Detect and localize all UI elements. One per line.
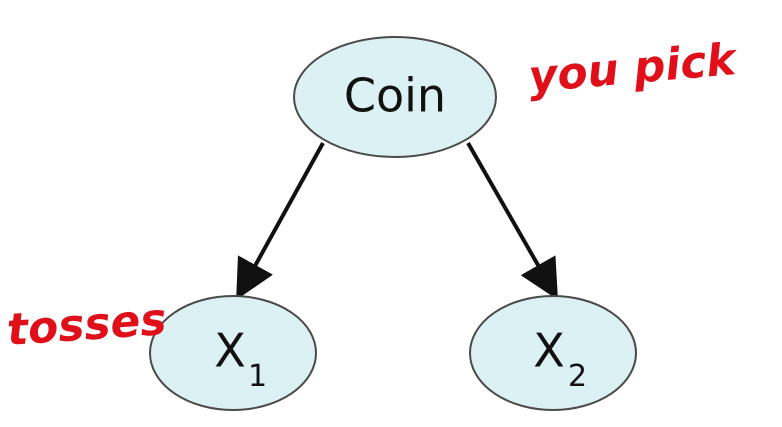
node-x1-ellipse xyxy=(149,295,317,411)
node-x2: X 2 xyxy=(469,295,637,411)
node-x2-label: X xyxy=(533,324,565,378)
annotation-you-pick: you pick xyxy=(527,34,741,103)
node-x2-ellipse xyxy=(469,295,637,411)
edge-coin-to-x1 xyxy=(236,142,325,300)
node-coin: Coin xyxy=(293,36,497,158)
node-coin-ellipse xyxy=(293,36,497,158)
node-x1: X 1 xyxy=(149,295,317,411)
edge-coin-to-x2 xyxy=(466,142,558,300)
node-x1-subscript: 1 xyxy=(248,359,267,394)
node-coin-label: Coin xyxy=(344,69,446,123)
node-x2-subscript: 2 xyxy=(568,359,587,394)
node-x1-label: X xyxy=(214,324,246,378)
annotation-tosses: tosses xyxy=(5,294,168,356)
